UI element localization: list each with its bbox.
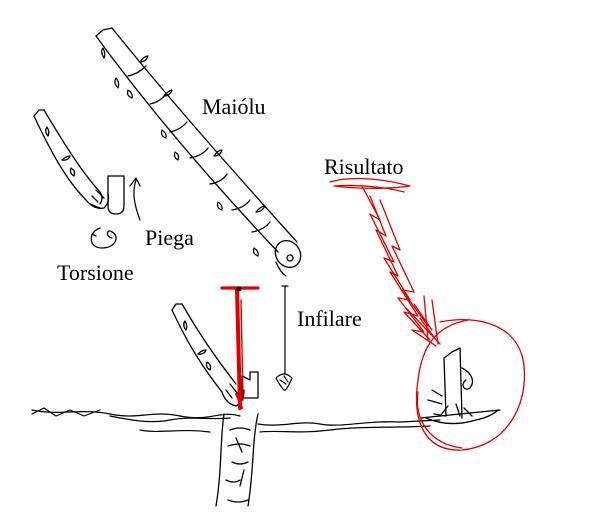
trunk [215,413,259,507]
cutting-buds [101,47,266,257]
twist-loop-icon [90,227,117,249]
label-maiolu: Maiólu [202,94,266,119]
result-graft [425,347,499,425]
insert-arrow [275,285,293,391]
bend-arrow [129,177,141,221]
rootstock-shoot [171,303,259,407]
label-infilare: Infilare [297,306,362,331]
bent-shoot [33,109,125,215]
result-scribble [329,177,441,347]
cutting-twig [95,27,302,277]
result-circle [415,319,526,451]
insertion-tool [220,286,260,410]
label-piega: Piega [145,225,194,250]
label-risultato: Risultato [324,154,404,179]
label-torsione: Torsione [57,260,134,285]
